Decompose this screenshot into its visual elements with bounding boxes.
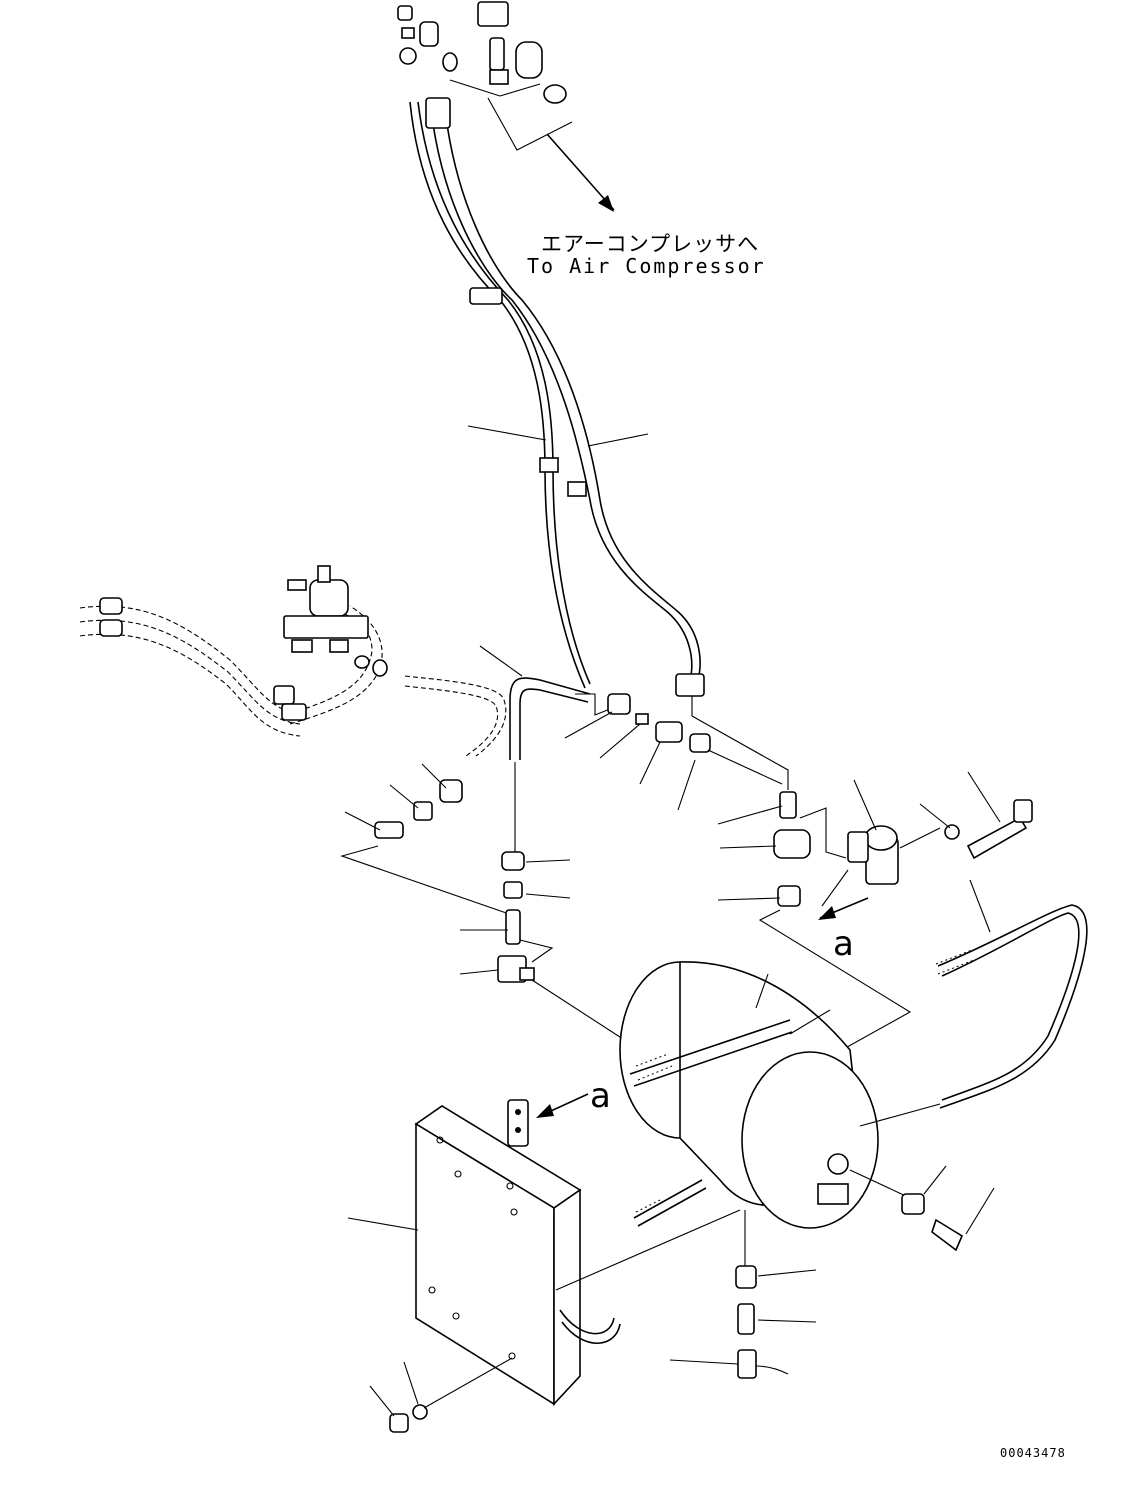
air-tank [619, 961, 941, 1229]
elbow-pipe [479, 645, 621, 860]
drain-fittings [669, 1165, 995, 1379]
destination-label-japanese: エアーコンプレッサへ [541, 232, 760, 256]
document-number: 00043478 [1000, 1446, 1066, 1460]
tee-stack [459, 851, 641, 1051]
flex-line [935, 879, 1088, 1109]
connector-fittings [564, 693, 789, 811]
air-hoses [409, 97, 705, 697]
destination-label-english: To Air Compressor [527, 254, 766, 278]
air-dryer-cluster [717, 771, 1033, 1081]
bracket-fasteners [369, 1357, 513, 1433]
governor-valve-assembly [79, 565, 507, 757]
compressor-fittings [397, 1, 567, 104]
view-marker-a: a [590, 1076, 611, 1116]
view-marker-a: a [833, 924, 854, 964]
mounting-bracket [347, 1093, 741, 1407]
left-fittings [340, 763, 513, 916]
compressor-leader [487, 97, 615, 212]
